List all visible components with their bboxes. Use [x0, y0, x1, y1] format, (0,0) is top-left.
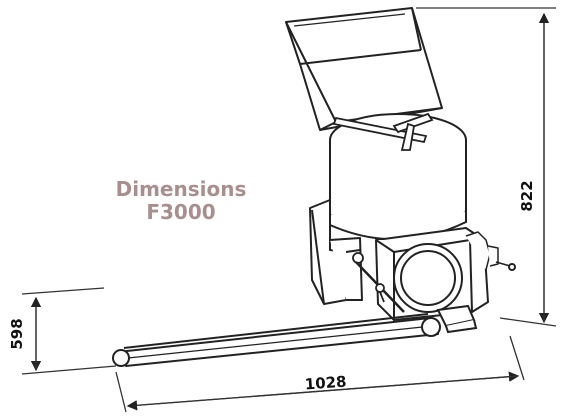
dimension-length-label: 1028 [304, 373, 347, 394]
base-housing [309, 199, 363, 305]
hopper [285, 7, 443, 131]
gearbox [375, 227, 516, 321]
title-line-1: Dimensions [115, 177, 247, 201]
dimension-height [416, 7, 557, 327]
conveyor-arm [112, 313, 441, 367]
dimension-depth [21, 287, 117, 375]
machine-base [436, 304, 478, 334]
title-line-2: F3000 [146, 200, 216, 224]
diagram-title: Dimensions F3000 [96, 178, 266, 224]
dimension-height-label: 822 [518, 180, 536, 211]
lid-crossbar [332, 112, 434, 151]
lever-handle [352, 252, 405, 313]
dimension-length [115, 335, 525, 413]
dimension-depth-label: 598 [8, 318, 26, 349]
